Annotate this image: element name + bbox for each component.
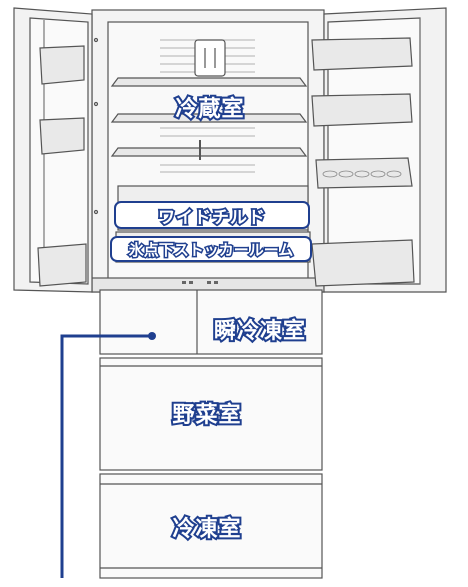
label-vegetable: 野菜室: [170, 401, 242, 430]
label-wide-chilled: ワイドチルド: [114, 201, 310, 229]
shelf-1: [110, 77, 308, 87]
left-pocket-1: [39, 45, 85, 85]
label-ice-temp-room: 氷点下ストッカールーム: [110, 236, 312, 262]
freezer-drawer: [99, 473, 323, 579]
egg-cups: [322, 170, 402, 178]
shelf-3: [110, 147, 308, 157]
base-buttons: [182, 281, 218, 284]
right-pocket-2: [311, 93, 413, 127]
egg-tray: [315, 157, 413, 189]
label-instant-freezer: 瞬冷凍室: [212, 317, 307, 346]
label-freezer: 冷凍室: [170, 515, 242, 544]
shelf-2: [110, 113, 308, 123]
right-pocket-1: [311, 37, 413, 71]
right-pocket-3: [311, 239, 415, 287]
left-pocket-3: [37, 243, 87, 287]
pointer-dot: [148, 332, 156, 340]
vegetable-drawer: [99, 357, 323, 471]
left-pocket-2: [39, 117, 85, 155]
fan-vent: [194, 39, 226, 77]
instant-freezer-drawer: [99, 289, 323, 355]
label-refrigerator: 冷蔵室: [173, 95, 245, 124]
pointer-line: [60, 334, 152, 578]
